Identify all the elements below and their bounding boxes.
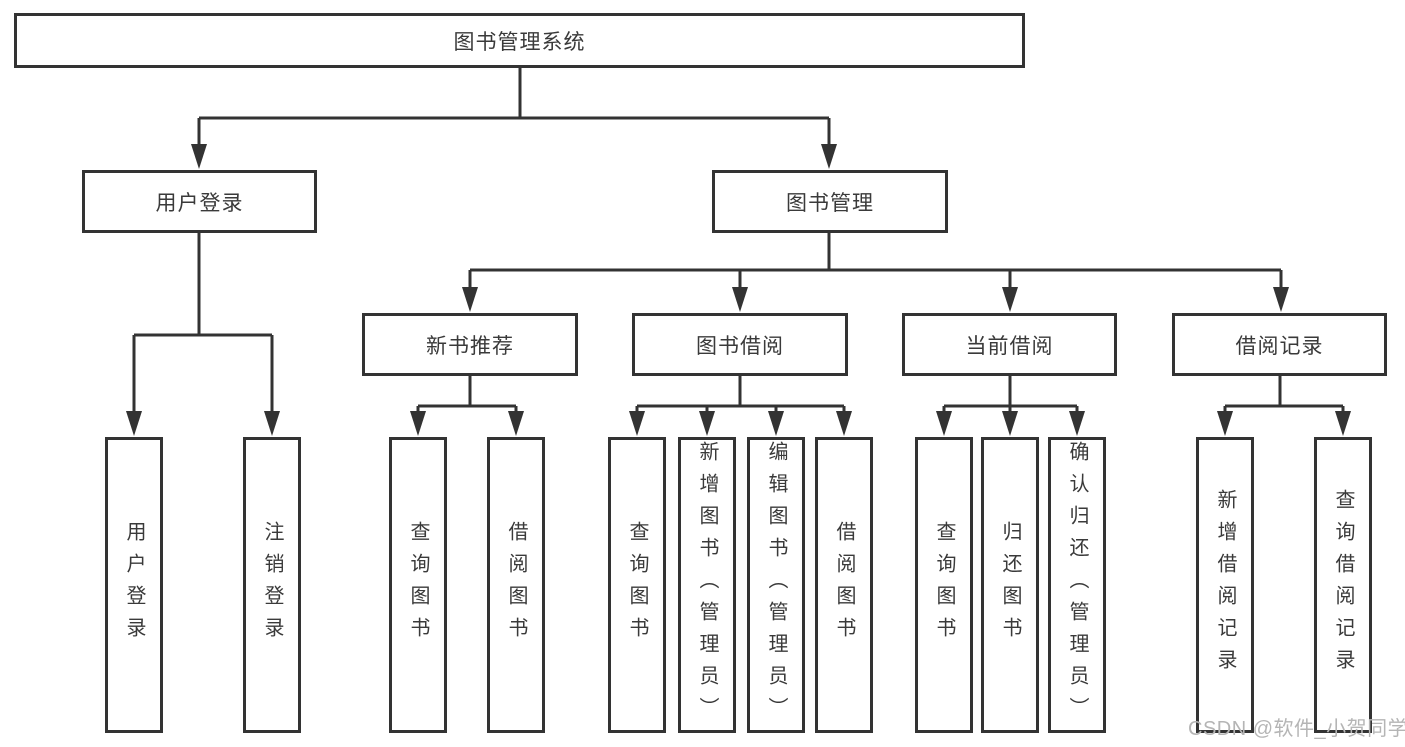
- node-root-system: 图书管理系统: [14, 13, 1025, 68]
- leaf-borrow-books-recommend: 借阅图书: [487, 437, 545, 733]
- node-label: 新增图书（管理员）: [696, 441, 718, 729]
- node-label: 编辑图书（管理员）: [765, 441, 787, 729]
- leaf-user-login: 用户登录: [105, 437, 163, 733]
- node-label: 查询借阅记录: [1332, 489, 1354, 681]
- node-user-login: 用户登录: [82, 170, 317, 233]
- node-book-management: 图书管理: [712, 170, 948, 233]
- node-label: 新书推荐: [426, 334, 514, 358]
- node-label: 借阅记录: [1235, 334, 1324, 358]
- leaf-return-books: 归还图书: [981, 437, 1039, 733]
- leaf-borrow-books: 借阅图书: [815, 437, 873, 733]
- leaf-query-books-recommend: 查询图书: [389, 437, 447, 733]
- node-label: 归还图书: [999, 521, 1021, 649]
- csdn-watermark: CSDN @软件_小贺同学: [1188, 718, 1405, 740]
- node-label: 图书管理系统: [453, 30, 586, 54]
- leaf-query-books-borrow: 查询图书: [608, 437, 666, 733]
- node-label: 查询图书: [626, 521, 648, 649]
- node-label: 新增借阅记录: [1214, 489, 1236, 681]
- node-label: 图书管理: [786, 191, 874, 215]
- leaf-logout: 注销登录: [243, 437, 301, 733]
- node-new-book-recommend: 新书推荐: [362, 313, 578, 376]
- node-label: 用户登录: [155, 191, 244, 215]
- node-label: 查询图书: [407, 521, 429, 649]
- node-label: 查询图书: [933, 521, 955, 649]
- leaf-edit-books-admin: 编辑图书（管理员）: [747, 437, 805, 733]
- node-book-borrow: 图书借阅: [632, 313, 848, 376]
- leaf-query-books-current: 查询图书: [915, 437, 973, 733]
- node-label: 借阅图书: [833, 521, 855, 649]
- leaf-add-books-admin: 新增图书（管理员）: [678, 437, 736, 733]
- node-label: 确认归还（管理员）: [1066, 441, 1088, 729]
- node-label: 当前借阅: [965, 334, 1054, 358]
- leaf-add-borrow-record: 新增借阅记录: [1196, 437, 1254, 733]
- node-label: 注销登录: [261, 521, 283, 649]
- node-label: 图书借阅: [696, 334, 784, 358]
- node-label: 借阅图书: [505, 521, 527, 649]
- node-borrow-records: 借阅记录: [1172, 313, 1387, 376]
- leaf-query-borrow-record: 查询借阅记录: [1314, 437, 1372, 733]
- node-current-borrow: 当前借阅: [902, 313, 1117, 376]
- leaf-confirm-return-admin: 确认归还（管理员）: [1048, 437, 1106, 733]
- node-label: 用户登录: [123, 521, 145, 649]
